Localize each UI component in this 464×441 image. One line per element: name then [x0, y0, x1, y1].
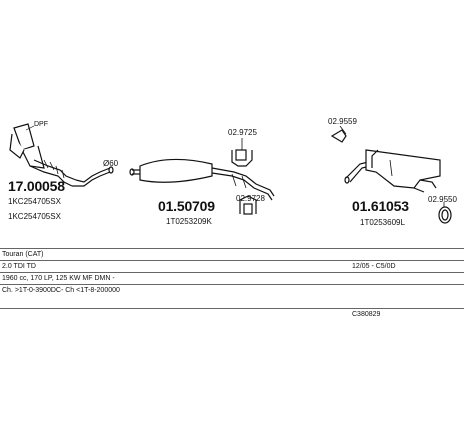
clamp-02-9725-drawing	[231, 138, 253, 167]
centre-silencer-oem: 1T0253209K	[166, 217, 212, 226]
front-pipe-oem-1: 1KC254705SX	[8, 197, 61, 206]
info-row-code: C380829	[0, 308, 464, 320]
clamp-label-02-9728: 02.9728	[236, 194, 265, 203]
clamp-label-02-9725: 02.9725	[228, 128, 257, 137]
vehicle-spec: 1960 cc, 170 LP, 125 KW MF DMN -	[2, 275, 115, 282]
diagram-code: C380829	[352, 311, 381, 318]
info-row-model: Touran (CAT)	[0, 248, 464, 260]
vehicle-dates: 12/05 - C5/0D	[352, 263, 396, 270]
rear-silencer-part-number: 01.61053	[352, 198, 409, 214]
info-row-engine: 2.0 TDI TD 12/05 - C5/0D	[0, 260, 464, 272]
info-row-chassis: Ch. >1T-0-3900DC- Ch <1T-8-200000	[0, 284, 464, 296]
clamp-02-9559-drawing	[330, 125, 347, 143]
clamp-label-02-9559: 02.9559	[328, 117, 357, 126]
dpf-leader-line	[25, 125, 35, 131]
clamp-02-9550-drawing	[438, 202, 452, 224]
clamp-label-02-9550: 02.9550	[428, 195, 457, 204]
vehicle-engine: 2.0 TDI TD	[2, 263, 36, 270]
dpf-tag: DPF	[34, 121, 48, 128]
rear-silencer-drawing	[344, 149, 441, 193]
vehicle-chassis: Ch. >1T-0-3900DC- Ch <1T-8-200000	[2, 287, 120, 294]
clamp-diameter-label: Ø60	[103, 159, 119, 168]
rear-silencer-oem: 1T0253609L	[360, 218, 405, 227]
front-pipe-part-number: 17.00058	[8, 178, 65, 194]
centre-silencer-drawing	[129, 158, 275, 201]
centre-silencer-part-number: 01.50709	[158, 198, 215, 214]
front-pipe-drawing	[9, 123, 114, 187]
info-row-spec: 1960 cc, 170 LP, 125 KW MF DMN -	[0, 272, 464, 284]
vehicle-model: Touran (CAT)	[2, 251, 44, 258]
clamp-02-9728-drawing	[239, 195, 257, 215]
front-pipe-oem-2: 1KC254705SX	[8, 212, 61, 221]
exhaust-system-diagram	[9, 123, 452, 224]
